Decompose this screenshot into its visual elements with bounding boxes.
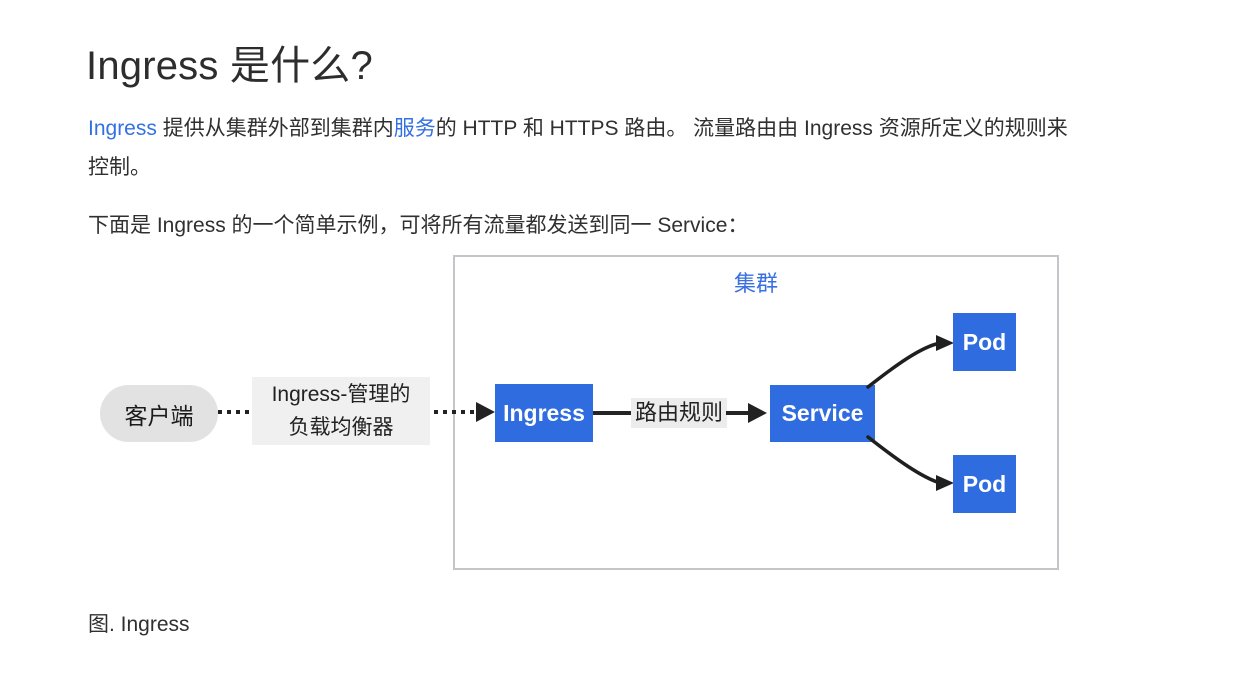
client-label: 客户端 <box>124 402 194 429</box>
routing-rule-label: 路由规则 <box>631 398 728 428</box>
ingress-node-label: Ingress <box>503 399 585 426</box>
service-link[interactable]: 服务 <box>393 117 436 140</box>
load-balancer-label-line2: 负载均衡器 <box>288 416 394 439</box>
arrowhead-icon <box>936 335 954 351</box>
page-title: Ingress 是什么? <box>86 43 373 88</box>
example-paragraph: 下面是 Ingress 的一个简单示例，可将所有流量都发送到同一 Service… <box>88 214 749 237</box>
route-arrow-line-left <box>593 411 635 415</box>
intro-text-1: 提供从集群外部到集群内 <box>156 117 394 140</box>
pod-top-label: Pod <box>962 328 1007 355</box>
pod-node-top: Pod <box>953 313 1016 371</box>
service-node: Service <box>770 385 875 442</box>
arrowhead-icon <box>748 403 767 423</box>
pod-bottom-label: Pod <box>962 470 1007 497</box>
ingress-link[interactable]: Ingress <box>88 117 157 140</box>
intro-paragraph: Ingress 提供从集群外部到集群内服务的 HTTP 和 HTTPS 路由。 … <box>88 109 1078 187</box>
curved-arrow-top <box>866 341 942 389</box>
arrowhead-icon <box>936 475 954 491</box>
service-to-pods-arrows <box>866 335 954 491</box>
route-arrow-line-right <box>726 411 750 415</box>
load-balancer-label: Ingress-管理的 负载均衡器 <box>252 377 430 445</box>
load-balancer-label-line1: Ingress-管理的 <box>271 383 411 406</box>
ingress-node: Ingress <box>495 384 593 442</box>
arrowhead-icon <box>476 402 495 422</box>
service-node-label: Service <box>781 400 864 426</box>
cluster-label: 集群 <box>733 271 778 296</box>
figure-caption: 图. Ingress <box>88 613 190 636</box>
pod-node-bottom: Pod <box>953 455 1016 513</box>
curved-arrow-bottom <box>866 435 942 485</box>
intro-text-2: 的 HTTP 和 HTTPS 路由。 流量路由由 Ingress 资源所定义的规… <box>88 117 1068 179</box>
client-node: 客户端 <box>100 385 218 442</box>
